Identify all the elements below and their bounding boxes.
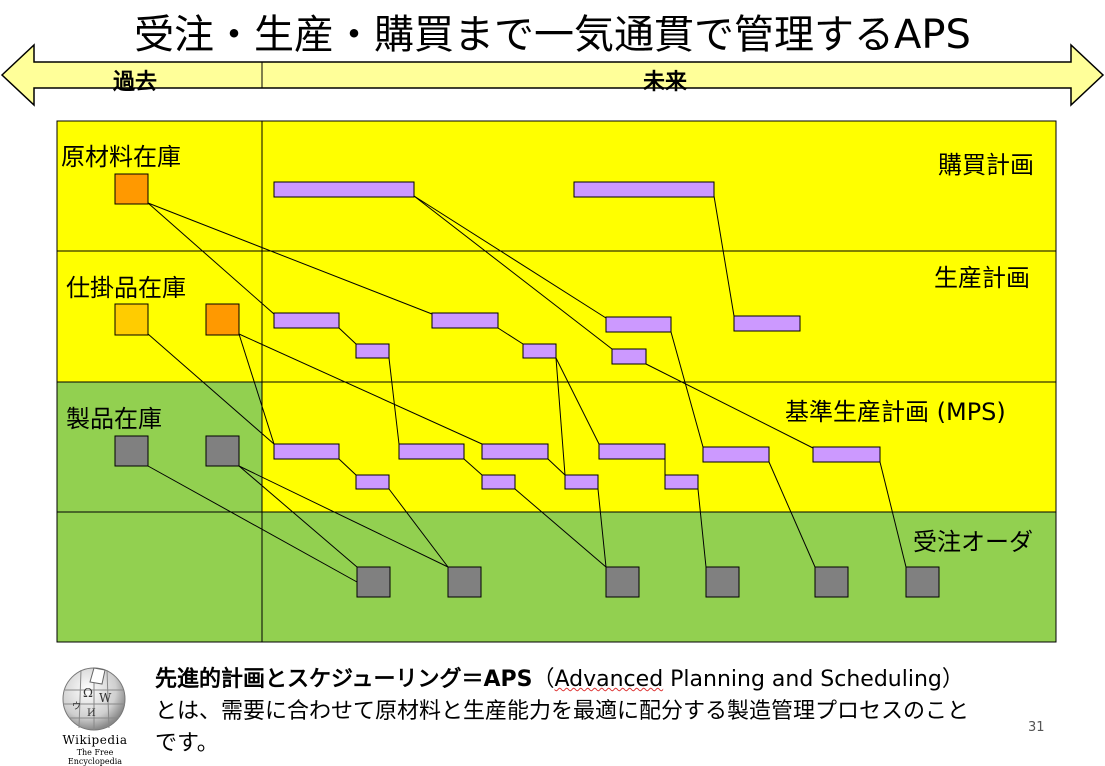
past-label: 過去: [113, 70, 158, 95]
timeline-arrow: [0, 43, 1105, 107]
svg-text:ウ: ウ: [72, 701, 81, 712]
wikipedia-wordmark: Wikipedia: [62, 733, 128, 747]
svg-text:Ω: Ω: [83, 686, 93, 700]
aps-definition-text: （Advanced Planning and Scheduling）とは、需要に…: [155, 667, 970, 756]
product-stock-box: [205, 435, 240, 467]
order-row: [57, 512, 1056, 642]
spellcheck-underline: Advanced: [554, 667, 664, 692]
mps-bar: [664, 474, 699, 490]
order-box: [356, 566, 391, 598]
production-plan-bar: [522, 343, 557, 359]
page-number: 31: [1028, 720, 1045, 735]
production-plan-bar: [273, 312, 340, 329]
order-box: [605, 566, 640, 598]
wip-stock-box: [205, 303, 240, 336]
mps-label: 基準生産計画 (MPS): [785, 398, 1006, 426]
production-plan-bar: [605, 316, 672, 333]
production-plan-bar: [611, 348, 647, 365]
production-plan-bar: [355, 343, 390, 359]
order-box: [905, 566, 940, 598]
wip-stock-box: [114, 303, 149, 336]
svg-text:И: И: [87, 708, 96, 719]
production-plan-bar: [733, 315, 801, 332]
connector-lines: [147, 195, 907, 583]
mps-bar: [481, 474, 516, 490]
purchase-plan-label: 購買計画: [938, 151, 1034, 179]
svg-text:W: W: [99, 691, 112, 705]
production-plan-label: 生産計画: [934, 264, 1030, 292]
raw-material-stock-box: [114, 173, 149, 205]
wikipedia-tagline: The Free Encyclopedia: [67, 748, 123, 766]
order-box: [447, 566, 482, 598]
wikipedia-globe-icon: Ω W И ウ: [62, 667, 126, 731]
mps-bar: [398, 443, 465, 460]
mps-bar: [598, 443, 666, 460]
product-stock-box: [114, 435, 149, 467]
mps-bar: [812, 446, 881, 463]
mps-bar: [355, 474, 390, 490]
slide-title: 受注・生産・購買まで一気通貫で管理するAPS: [134, 12, 971, 58]
order-label: 受注オーダ: [913, 528, 1033, 556]
future-label: 未来: [643, 70, 688, 95]
wip-stock-label: 仕掛品在庫: [66, 274, 186, 302]
product-stock-label: 製品在庫: [66, 405, 162, 433]
mps-bar: [564, 474, 599, 490]
purchase-plan-bar: [273, 181, 415, 198]
aps-description: 先進的計画とスケジューリング＝APS（Advanced Planning and…: [155, 664, 985, 760]
purchase-plan-row: [57, 121, 1056, 251]
mps-bar: [481, 443, 549, 460]
production-plan-bar: [431, 312, 499, 329]
order-box: [814, 566, 849, 598]
mps-bar: [702, 446, 770, 463]
aps-term: 先進的計画とスケジューリング＝APS: [155, 667, 533, 692]
aps-diagram: [56, 120, 1057, 643]
mps-bar: [273, 443, 340, 460]
purchase-plan-bar: [573, 181, 715, 198]
order-box: [705, 566, 740, 598]
raw-material-stock-label: 原材料在庫: [61, 143, 181, 171]
